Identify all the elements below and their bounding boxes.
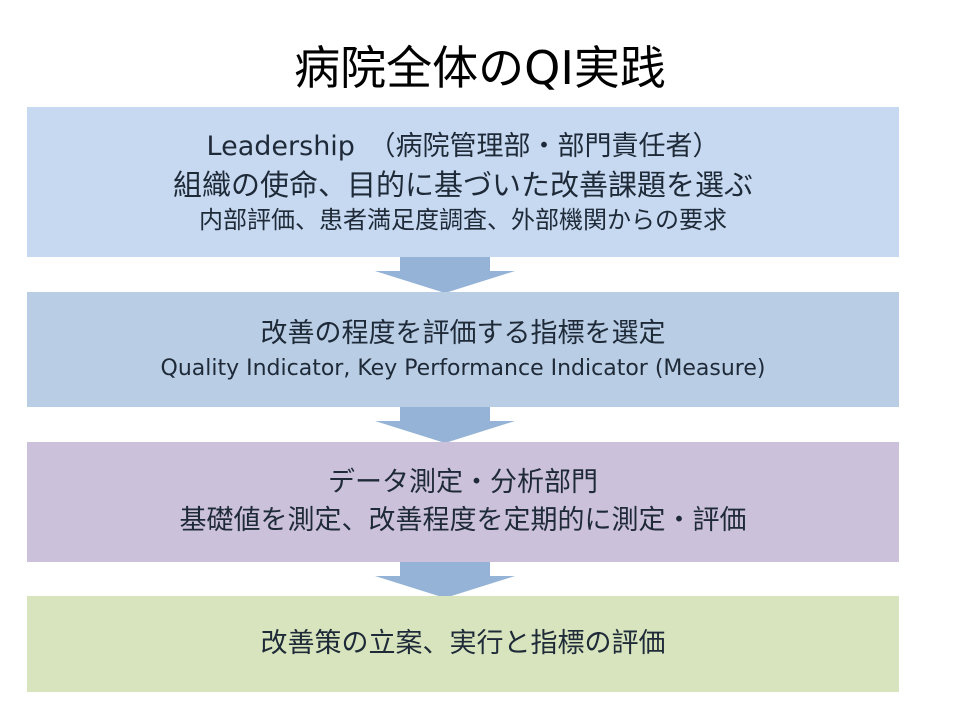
step-3-line-1: データ測定・分析部門 xyxy=(328,467,598,498)
step-indicator-box: 改善の程度を評価する指標を選定 Quality Indicator, Key P… xyxy=(27,292,899,407)
step-improvement-box: 改善策の立案、実行と指標の評価 xyxy=(27,596,899,692)
step-4-line-1: 改善策の立案、実行と指標の評価 xyxy=(260,628,666,659)
slide-title: 病院全体のQI実践 xyxy=(294,41,666,95)
step-2-line-1: 改善の程度を評価する指標を選定 xyxy=(260,317,666,349)
step-1-line-1: Leadership （病院管理部・部門責任者） xyxy=(206,131,720,162)
step-leadership-box: Leadership （病院管理部・部門責任者） 組織の使命、目的に基づいた改善… xyxy=(27,107,899,257)
step-measurement-box: データ測定・分析部門 基礎値を測定、改善程度を定期的に測定・評価 xyxy=(27,442,899,562)
step-1-line-2: 組織の使命、目的に基づいた改善課題を選ぶ xyxy=(172,168,753,202)
step-2-line-2: Quality Indicator, Key Performance Indic… xyxy=(160,355,766,381)
down-arrow-icon xyxy=(375,562,515,598)
step-3-line-2: 基礎値を測定、改善程度を定期的に測定・評価 xyxy=(179,505,747,536)
down-arrow-icon xyxy=(375,257,515,293)
step-1-line-3: 内部評価、患者満足度調査、外部機関からの要求 xyxy=(199,206,727,234)
down-arrow-icon xyxy=(375,407,515,443)
